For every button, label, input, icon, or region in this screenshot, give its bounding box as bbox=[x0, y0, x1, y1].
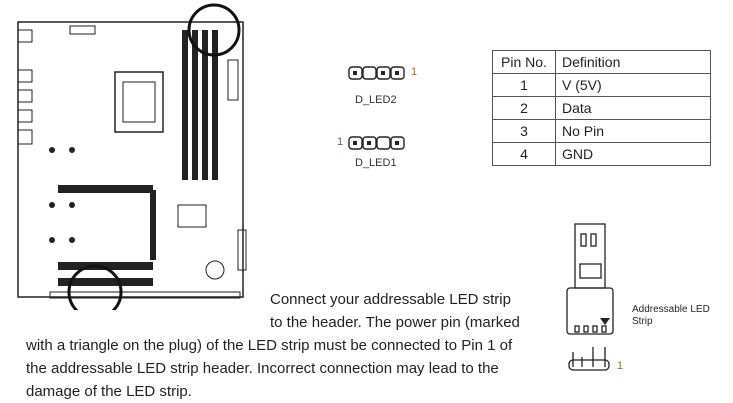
motherboard-diagram bbox=[17, 3, 247, 310]
text-line: with a triangle on the plug) of the LED … bbox=[26, 337, 513, 354]
led-strip-plug-icon bbox=[566, 223, 614, 371]
d-led1-label: D_LED1 bbox=[355, 157, 397, 169]
text-line: to the header. The power pin (marked bbox=[270, 314, 520, 331]
table-header-row: Pin No.Definition bbox=[492, 50, 711, 74]
strip-label-line2: Strip bbox=[632, 316, 653, 327]
text-line: Connect your addressable LED strip bbox=[270, 291, 511, 308]
pin1-marker: 1 bbox=[337, 136, 344, 148]
text-line: damage of the LED strip. bbox=[26, 383, 192, 400]
strip-pin1-marker: 1 bbox=[617, 360, 624, 372]
strip-label-line1: Addressable LED bbox=[632, 304, 710, 315]
d-led2-label: D_LED2 bbox=[355, 94, 397, 106]
instruction-text-bottom: with a triangle on the plug) of the LED … bbox=[26, 334, 526, 403]
instruction-text-top: Connect your addressable LED strip to th… bbox=[270, 288, 520, 334]
header-pins-icon bbox=[348, 66, 405, 80]
d-led2-header bbox=[348, 66, 406, 85]
header-pins-icon bbox=[348, 136, 405, 150]
text-line: the addressable LED strip header. Incorr… bbox=[26, 360, 499, 377]
d-led1-header bbox=[348, 136, 406, 155]
pin1-marker: 1 bbox=[411, 66, 418, 78]
